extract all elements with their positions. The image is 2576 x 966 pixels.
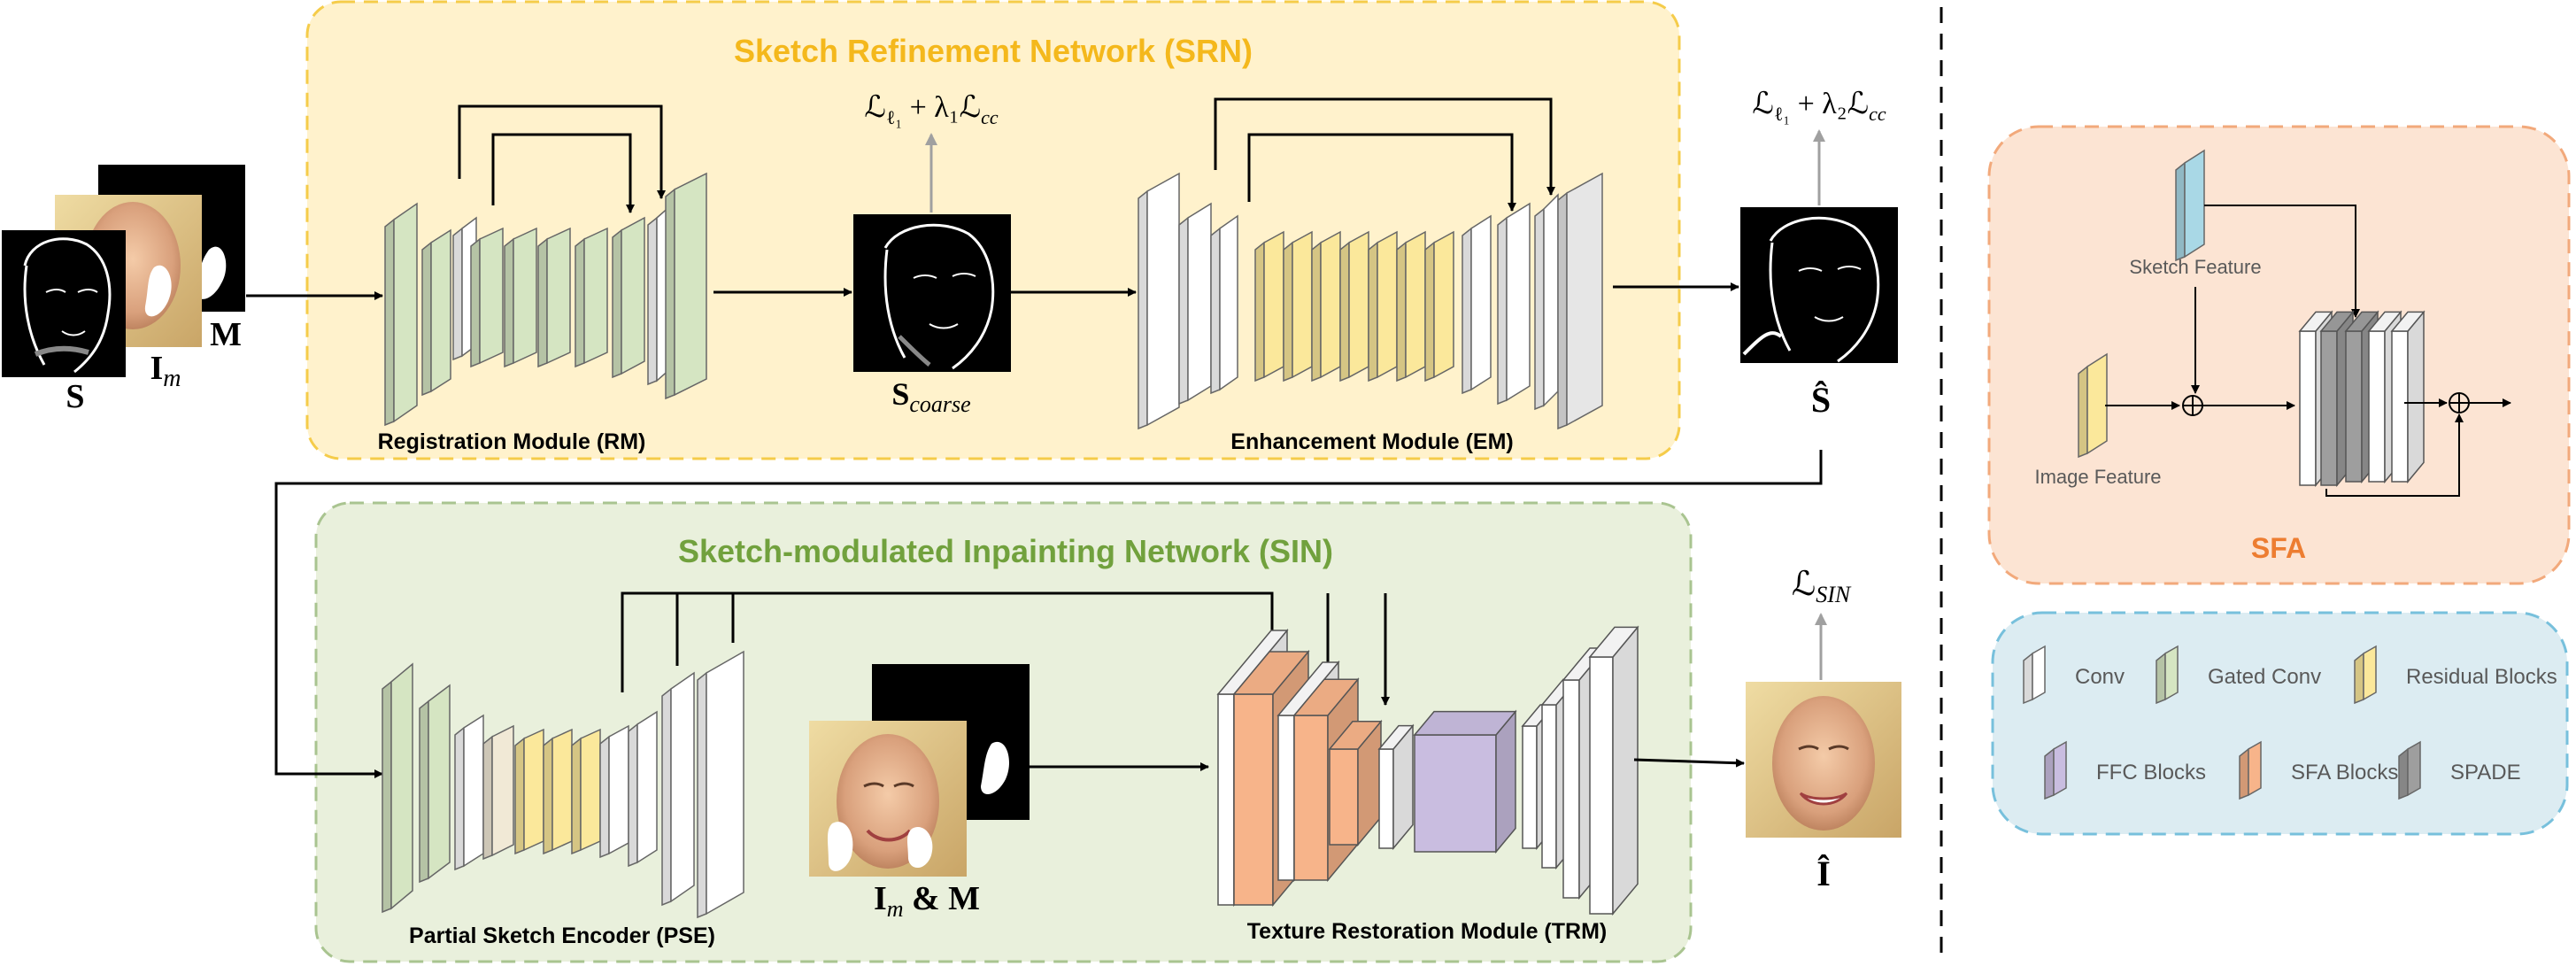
em-label: Enhancement Module (EM) bbox=[1230, 429, 1513, 454]
legend-label-5: SPADE bbox=[2450, 761, 2521, 784]
registration-module-blocks bbox=[384, 172, 707, 427]
legend-panel bbox=[1991, 611, 2569, 836]
pse-layer-5 bbox=[514, 728, 544, 855]
rm-skip-outer bbox=[458, 104, 666, 199]
add-symbol-1 bbox=[2182, 395, 2203, 416]
arrow-trm-to-ihat bbox=[1633, 758, 1745, 768]
pse-label: Partial Sketch Encoder (PSE) bbox=[409, 923, 715, 948]
pse-layer-7 bbox=[571, 728, 601, 855]
em-layer-2 bbox=[1178, 202, 1212, 406]
em-layer-12 bbox=[1497, 202, 1531, 406]
pse-layer-11 bbox=[697, 650, 744, 919]
em-layer-6 bbox=[1311, 230, 1341, 383]
legend-label-3: FFC Blocks bbox=[2096, 761, 2206, 784]
legend-swatch-4 bbox=[2239, 740, 2262, 800]
im-label: Im bbox=[150, 350, 181, 392]
legend-label-1: Gated Conv bbox=[2208, 665, 2321, 689]
legend-swatch-2 bbox=[2354, 645, 2377, 705]
em-layer-7 bbox=[1339, 230, 1369, 383]
texture-restoration-module-blocks bbox=[1216, 625, 1639, 916]
rm-layer-2 bbox=[421, 228, 451, 397]
trm-sfa-3 bbox=[1328, 719, 1383, 847]
em-layer-5 bbox=[1283, 230, 1313, 383]
rm-layer-7 bbox=[575, 227, 608, 368]
s-hat-image bbox=[1740, 207, 1898, 363]
loss-refined: ℒℓ₁ + λ₂ℒcc bbox=[1752, 88, 1886, 125]
image-feature-sheet bbox=[2078, 352, 2108, 459]
legend-swatch-5 bbox=[2398, 740, 2421, 800]
em-layer-4 bbox=[1254, 230, 1284, 383]
arrow-shat-to-pse bbox=[274, 450, 1823, 778]
rm-layer-10 bbox=[665, 172, 707, 400]
image-feature-label: Image Feature bbox=[2034, 466, 2161, 488]
loss-sin: ℒSIN bbox=[1792, 566, 1852, 607]
image-feature-block bbox=[2078, 352, 2108, 459]
sketch-feature-block bbox=[2175, 149, 2205, 262]
im-and-m-label: Im & M bbox=[874, 880, 980, 922]
i-hat-label: Î bbox=[1816, 854, 1831, 893]
legend-label-0: Conv bbox=[2075, 665, 2125, 689]
em-skip-outer bbox=[1214, 97, 1555, 196]
pse-layer-1 bbox=[382, 662, 413, 914]
em-layer-8 bbox=[1368, 230, 1398, 383]
input-sketch-image bbox=[2, 230, 126, 377]
pse-layer-6 bbox=[543, 728, 573, 855]
s-label: S bbox=[66, 378, 84, 415]
trm-conv-3 bbox=[1377, 723, 1415, 851]
sfa-panel bbox=[1987, 125, 2571, 585]
em-layer-10 bbox=[1424, 230, 1454, 383]
rm-layer-4 bbox=[470, 227, 504, 368]
rm-layer-5 bbox=[504, 227, 537, 368]
pse-layer-4 bbox=[482, 724, 514, 861]
i-hat-image bbox=[1746, 682, 1901, 838]
em-skip-inner bbox=[1247, 133, 1516, 212]
em-layer-13 bbox=[1534, 193, 1559, 411]
legend-swatch-1 bbox=[2156, 645, 2179, 705]
em-layer-14 bbox=[1557, 172, 1603, 430]
srn-title: Sketch Refinement Network (SRN) bbox=[734, 33, 1253, 69]
em-layer-9 bbox=[1396, 230, 1426, 383]
legend-label-2: Residual Blocks bbox=[2406, 665, 2557, 689]
im-and-m-image bbox=[809, 664, 1030, 877]
add-symbol-2 bbox=[2449, 392, 2470, 413]
legend-swatch-3 bbox=[2044, 740, 2067, 800]
sketch-feature-label: Sketch Feature bbox=[2129, 256, 2261, 278]
trm-ffc bbox=[1413, 709, 1517, 854]
arrow-sketch-to-spade bbox=[2204, 205, 2360, 318]
rm-layer-6 bbox=[537, 227, 571, 368]
s-coarse-label: Scoarse bbox=[891, 376, 970, 417]
s-hat-label: Ŝ bbox=[1811, 380, 1831, 420]
enhancement-module-blocks bbox=[1138, 172, 1603, 430]
sketch-feature-sheet bbox=[2175, 149, 2205, 262]
pse-to-trm-link-1 bbox=[621, 591, 1276, 692]
rm-label: Registration Module (RM) bbox=[378, 429, 646, 454]
sin-title: Sketch-modulated Inpainting Network (SIN… bbox=[678, 533, 1333, 569]
trm-label: Texture Restoration Module (TRM) bbox=[1247, 919, 1607, 944]
trm-conv-7 bbox=[1588, 625, 1639, 916]
legend-swatch-0 bbox=[2023, 645, 2046, 705]
em-layer-11 bbox=[1462, 214, 1492, 395]
em-layer-1 bbox=[1138, 172, 1180, 430]
pse-layer-10 bbox=[661, 671, 695, 907]
loss-coarse: ℒℓ₁ + λ₁ℒcc bbox=[864, 91, 998, 128]
pse-layer-8 bbox=[599, 724, 629, 859]
m-label: M bbox=[210, 316, 242, 353]
sfa-title: SFA bbox=[2251, 532, 2306, 564]
sfa-conv-3 bbox=[2390, 310, 2426, 484]
partial-sketch-encoder-blocks bbox=[382, 650, 744, 919]
s-coarse-image bbox=[853, 214, 1011, 372]
pse-layer-2 bbox=[419, 684, 451, 884]
rm-skip-inner bbox=[491, 133, 635, 213]
sfa-block-stack bbox=[2298, 310, 2426, 488]
rm-layer-8 bbox=[612, 216, 645, 379]
legend-label-4: SFA Blocks bbox=[2291, 761, 2398, 784]
pse-layer-3 bbox=[454, 714, 484, 871]
pse-layer-9 bbox=[628, 710, 658, 868]
rm-layer-1 bbox=[384, 202, 418, 427]
em-layer-3 bbox=[1210, 214, 1238, 395]
sfa-residual-path bbox=[2325, 413, 2464, 497]
